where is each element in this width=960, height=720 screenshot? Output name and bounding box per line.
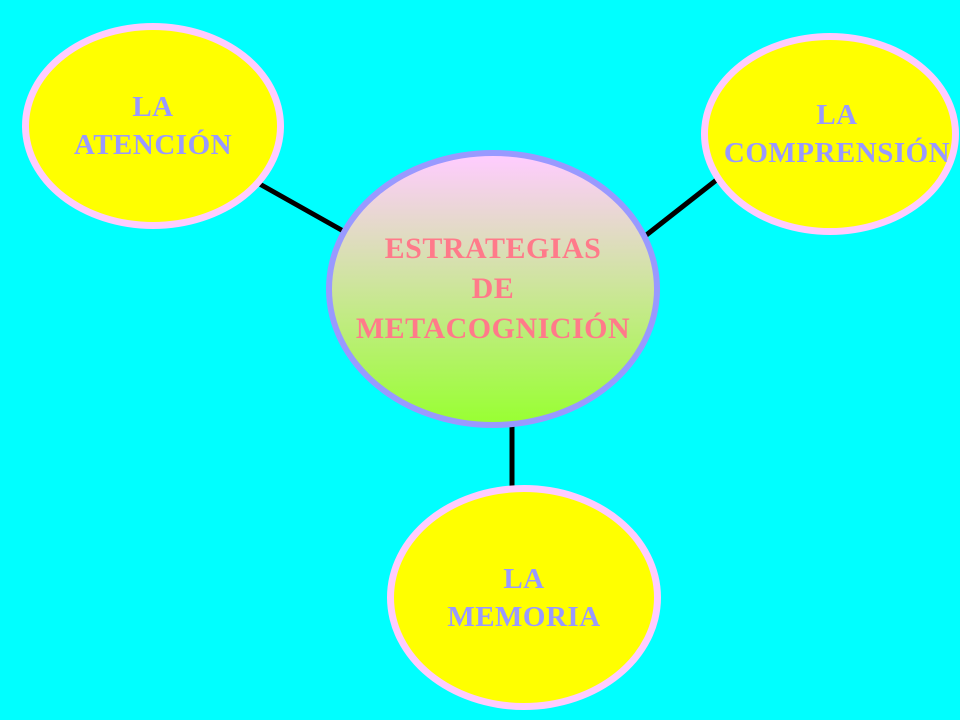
node-center-label: ESTRATEGIAS DE METACOGNICIÓN (355, 232, 631, 345)
node-center: ESTRATEGIAS DE METACOGNICIÓN (326, 150, 660, 428)
node-memory-label: LA MEMORIA (447, 562, 601, 633)
node-comprehension: LA COMPRENSIÓN (701, 33, 959, 235)
node-comprehension-label: LA COMPRENSIÓN (723, 99, 951, 169)
connector-comprehension (638, 176, 721, 242)
node-memory: LA MEMORIA (387, 485, 661, 710)
node-attention: LA ATENCIÓN (22, 23, 284, 229)
connector-attention (247, 175, 347, 235)
node-attention-label: LA ATENCIÓN (73, 91, 233, 161)
